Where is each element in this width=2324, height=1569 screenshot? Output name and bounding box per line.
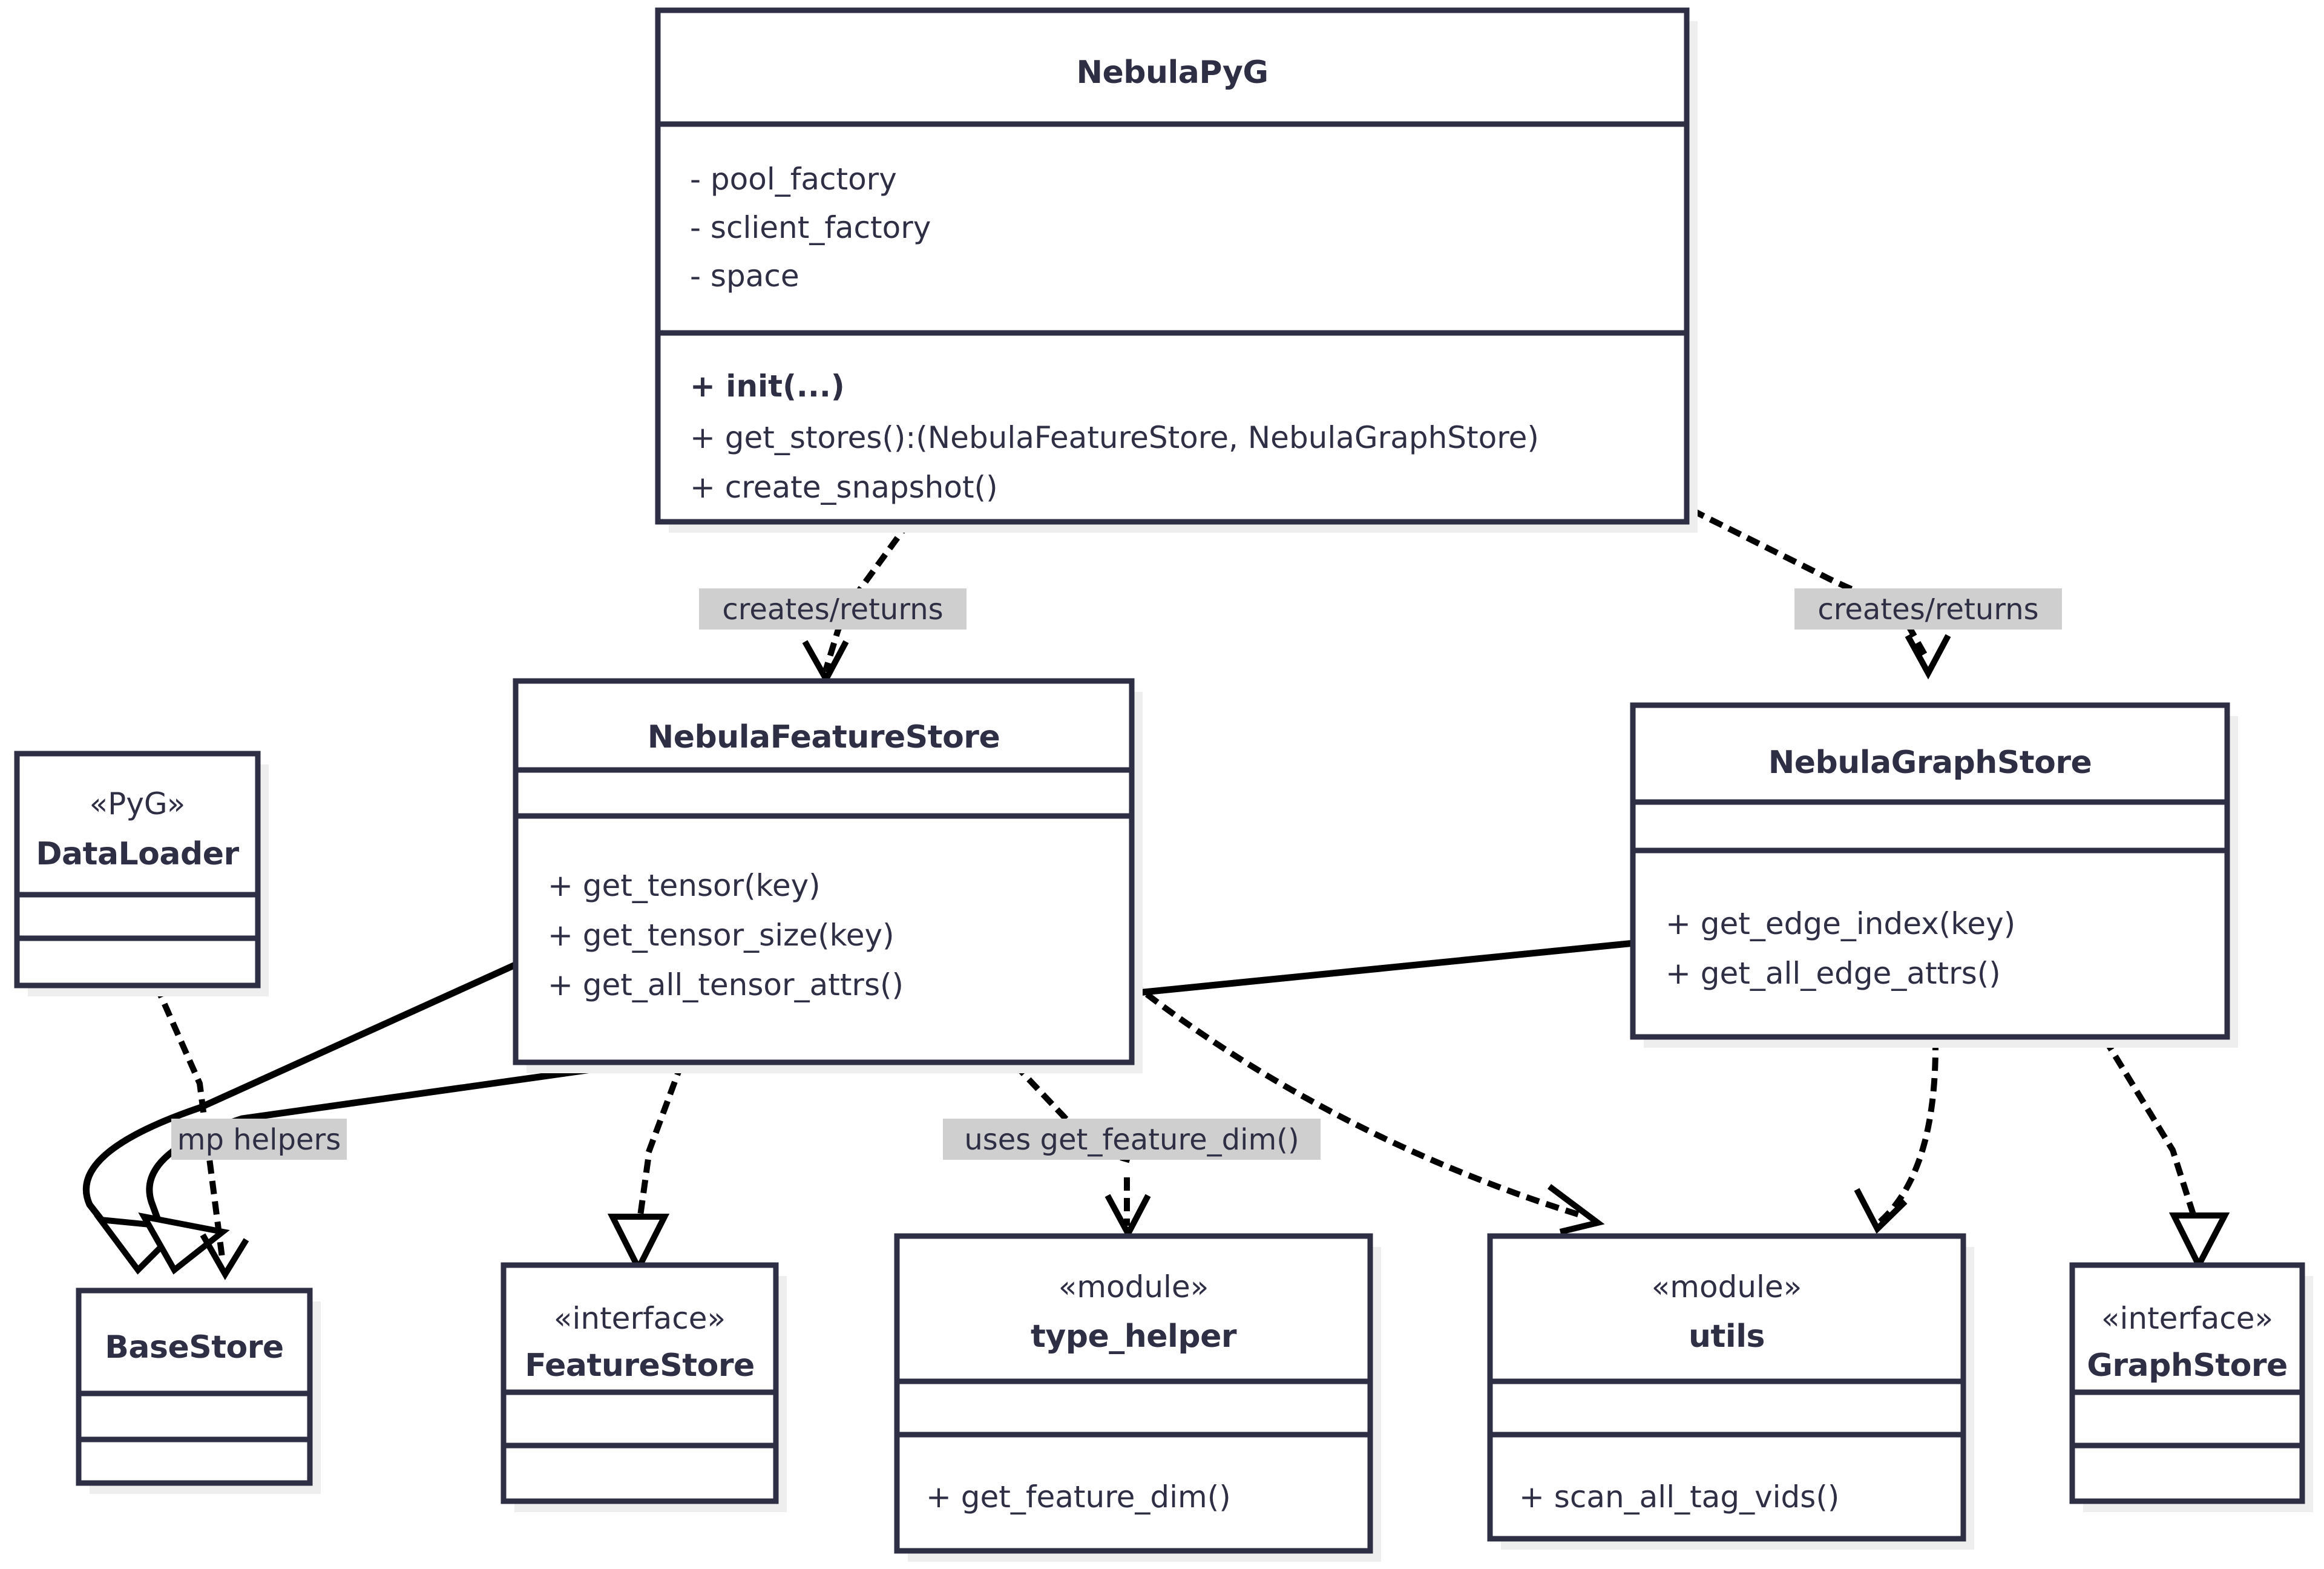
class-box-basestore[interactable]: BaseStore [76,1288,321,1494]
edge-featurestore-to-utils [1128,979,1605,1235]
edge-label-creates-returns-feature: creates/returns [699,588,967,630]
class-stereotype-dataloader: «PyG» [90,786,186,821]
class-title-basestore: BaseStore [105,1329,283,1366]
class-title-featurestore-interface: FeatureStore [525,1347,755,1384]
edge-label-text-uses-get-feature-dim: uses get_feature_dim() [964,1123,1299,1157]
edge-label-text-mp-helpers: mp helpers [177,1123,341,1157]
method-get-stores: + get_stores():(NebulaFeatureStore, Nebu… [690,420,1539,455]
edge-featurestore-to-featurestore-interface [607,1061,685,1275]
method-get-edge-index: + get_edge_index(key) [1666,906,2015,941]
class-title-graphstore-interface: GraphStore [2087,1347,2288,1384]
class-box-nebulagraphstore[interactable]: NebulaGraphStore + get_edge_index(key) +… [1630,702,2238,1048]
class-title-nebulagraphstore: NebulaGraphStore [1768,745,2092,781]
method-get-tensor: + get_tensor(key) [548,868,821,903]
edge-label-text-creates-returns-feature: creates/returns [722,593,943,627]
edge-label-creates-returns-graph: creates/returns [1794,588,2062,630]
class-box-graphstore-interface[interactable]: «interface» GraphStore [2069,1262,2313,1512]
class-box-nebulafeaturestore[interactable]: NebulaFeatureStore + get_tensor(key) + g… [513,678,1143,1073]
edge-graphstore-to-utils [1854,1036,1939,1234]
class-title-utils: utils [1689,1318,1765,1355]
attribute-pool-factory: - pool_factory [690,162,897,197]
method-create-snapshot: + create_snapshot() [690,470,998,505]
edge-label-mp-helpers: mp helpers [171,1119,347,1160]
class-title-dataloader: DataLoader [36,836,239,872]
method-get-tensor-size: + get_tensor_size(key) [548,918,894,953]
edge-graphstore-to-graphstore-interface [2102,1037,2230,1272]
class-box-nebulapyg[interactable]: NebulaPyG - pool_factory - sclient_facto… [655,7,1698,533]
class-stereotype-utils: «module» [1652,1269,1802,1304]
attribute-space: - space [690,258,799,294]
class-title-typehelper: type_helper [1031,1318,1237,1355]
method-get-feature-dim: + get_feature_dim() [926,1479,1231,1515]
edge-label-text-creates-returns-graph: creates/returns [1817,593,2038,627]
edge-label-uses-get-feature-dim: uses get_feature_dim() [943,1119,1321,1160]
class-stereotype-graphstore-interface: «interface» [2101,1301,2273,1336]
class-box-utils[interactable]: «module» utils + scan_all_tag_vids() [1487,1233,1974,1550]
class-stereotype-typehelper: «module» [1059,1269,1209,1304]
attribute-sclient-factory: - sclient_factory [690,210,931,245]
class-box-typehelper[interactable]: «module» type_helper + get_feature_dim() [894,1233,1381,1562]
class-title-nebulapyg: NebulaPyG [1076,54,1268,91]
class-title-nebulafeaturestore: NebulaFeatureStore [648,719,1000,755]
class-box-dataloader[interactable]: «PyG» DataLoader [14,751,269,996]
class-box-featurestore-interface[interactable]: «interface» FeatureStore [501,1262,787,1512]
method-get-all-tensor-attrs: + get_all_tensor_attrs() [548,967,904,1002]
method-init: + init(...) [690,369,845,404]
class-stereotype-featurestore-interface: «interface» [554,1301,726,1336]
edge-dataloader-to-basestore [153,984,249,1280]
method-scan-all-tag-vids: + scan_all_tag_vids() [1519,1479,1839,1515]
method-get-all-edge-attrs: + get_all_edge_attrs() [1666,956,2001,991]
